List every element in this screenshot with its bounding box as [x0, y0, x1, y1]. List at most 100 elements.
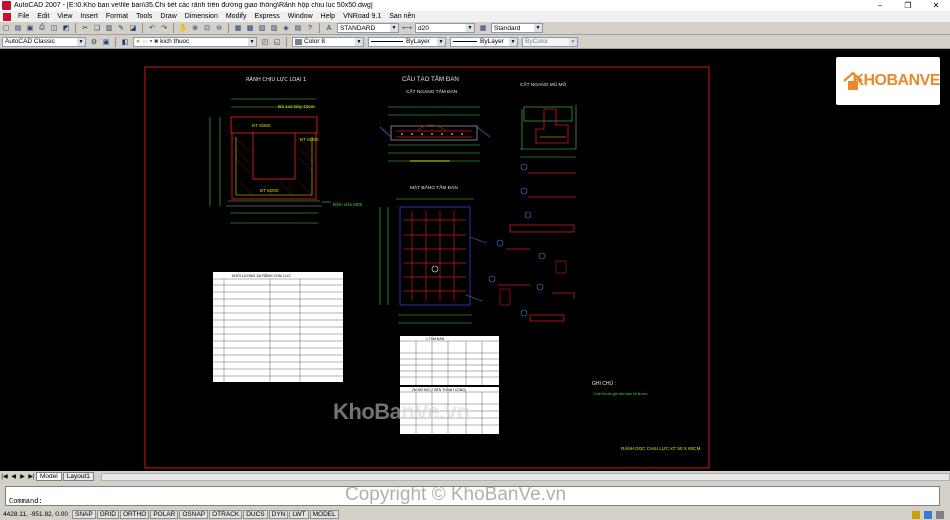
- block-editor-icon[interactable]: ◪: [129, 25, 137, 32]
- workspace-save-icon[interactable]: ▣: [102, 38, 110, 46]
- menu-vnroad[interactable]: VNRoad 9.1: [343, 13, 382, 20]
- calculator-icon[interactable]: ▤: [294, 25, 302, 32]
- watermark-copyright: Copyright © KhoBanVe.vn: [345, 484, 567, 505]
- bt-top-label: BT M300: [252, 123, 271, 128]
- menu-modify[interactable]: Modify: [225, 13, 247, 20]
- snap-toggle[interactable]: SNAP: [72, 510, 96, 519]
- menu-tools[interactable]: Tools: [136, 13, 153, 20]
- layer-previous-icon[interactable]: ◱: [273, 38, 281, 46]
- text-style-icon[interactable]: A: [326, 24, 332, 32]
- lwt-toggle[interactable]: LWT: [289, 510, 309, 519]
- close-button[interactable]: ✕: [932, 1, 940, 10]
- clean-screen-icon[interactable]: [936, 510, 944, 519]
- menu-help[interactable]: Help: [320, 13, 336, 20]
- chevron-down-icon: ▼: [248, 37, 256, 46]
- slab-cross-section: [379, 106, 491, 162]
- properties-icon[interactable]: ▦: [234, 25, 242, 32]
- zoom-window-icon[interactable]: ⊡: [204, 25, 210, 32]
- toolbar-separator: [286, 36, 287, 47]
- sheet-set-icon[interactable]: ▨: [270, 25, 278, 32]
- grid-toggle[interactable]: GRID: [96, 510, 119, 519]
- menu-draw[interactable]: Draw: [160, 13, 177, 20]
- zoom-previous-icon[interactable]: ⊖: [216, 25, 222, 32]
- menu-insert[interactable]: Insert: [80, 13, 98, 20]
- lock-icon[interactable]: [912, 510, 920, 519]
- ducs-toggle[interactable]: DUCS: [243, 510, 268, 519]
- redo-icon[interactable]: ↷: [161, 25, 167, 32]
- document-icon[interactable]: [3, 12, 11, 21]
- sun-icon: ☼: [141, 38, 148, 45]
- new-file-icon[interactable]: ▢: [2, 25, 10, 32]
- lineweight-select[interactable]: ByLayer▼: [450, 36, 518, 47]
- undo-icon[interactable]: ↶: [149, 25, 155, 32]
- otrack-toggle[interactable]: OTRACK: [209, 510, 243, 519]
- dyn-toggle[interactable]: DYN: [268, 510, 289, 519]
- slab-table-title: 1 TẤM ĐAN: [426, 337, 445, 341]
- copy-icon[interactable]: ❏: [93, 25, 101, 32]
- communication-icon[interactable]: [924, 510, 932, 519]
- status-bar: 4428.11, -951.82, 0.00 SNAP GRID ORTHO P…: [0, 509, 950, 520]
- lineweight-swatch: [453, 41, 477, 42]
- match-properties-icon[interactable]: ✎: [118, 25, 124, 32]
- osnap-toggle[interactable]: OSNAP: [179, 510, 209, 519]
- maximize-button[interactable]: ❐: [904, 1, 912, 10]
- toolbar-separator: [228, 23, 229, 33]
- drawing-canvas[interactable]: RÃNH CHỊU LỰC LOẠI 1 Đá 1x2 Dày 10cm BT …: [0, 49, 950, 471]
- cat-ngang-title: CẮT NGANG TẤM ĐAN: [406, 87, 458, 95]
- menu-view[interactable]: View: [57, 13, 73, 20]
- make-current-layer-icon[interactable]: ◰: [261, 38, 269, 46]
- polar-toggle[interactable]: POLAR: [150, 510, 179, 519]
- dim-style-select[interactable]: d20▼: [415, 23, 475, 33]
- table-style-icon[interactable]: ▦: [479, 25, 487, 32]
- layer-select[interactable]: ● ☼ ▪ ■ kich thuoc▼: [133, 36, 257, 47]
- publish-icon[interactable]: ◩: [62, 25, 70, 32]
- tab-layout1[interactable]: Layout1: [62, 472, 94, 481]
- model-toggle[interactable]: MODEL: [309, 510, 339, 519]
- menu-edit[interactable]: Edit: [37, 13, 50, 20]
- prev-tab-icon[interactable]: ◀: [11, 474, 16, 480]
- tool-palettes-icon[interactable]: ▧: [258, 25, 266, 32]
- status-tray: [912, 510, 950, 519]
- next-tab-icon[interactable]: ▶: [20, 474, 25, 480]
- open-file-icon[interactable]: ▤: [14, 25, 22, 32]
- cut-icon[interactable]: ✂: [82, 25, 88, 32]
- tab-model[interactable]: Model: [36, 472, 62, 481]
- dim-style-icon[interactable]: ⟷: [401, 25, 413, 32]
- save-icon[interactable]: ▣: [26, 25, 34, 32]
- workspace-settings-icon[interactable]: ⚙: [90, 38, 98, 46]
- first-tab-icon[interactable]: |◀: [1, 474, 8, 480]
- lightbulb-icon: ●: [136, 38, 140, 45]
- minimize-button[interactable]: –: [877, 1, 883, 10]
- drawing-name: RÃNH DỌC CHỊU LỰC KT 50 X 60CM: [621, 445, 701, 451]
- markup-icon[interactable]: ◈: [283, 25, 289, 32]
- menu-bar: File Edit View Insert Format Tools Draw …: [0, 11, 950, 22]
- command-window[interactable]: Command:: [5, 486, 940, 506]
- ortho-toggle[interactable]: ORTHO: [119, 510, 150, 519]
- menu-file[interactable]: File: [18, 13, 30, 20]
- menu-dimension[interactable]: Dimension: [184, 13, 218, 20]
- paste-icon[interactable]: ▥: [105, 25, 113, 32]
- menu-format[interactable]: Format: [105, 13, 129, 20]
- linetype-select[interactable]: ByLayer▼: [368, 36, 446, 47]
- chevron-down-icon: ▼: [534, 24, 542, 32]
- layer-manager-icon[interactable]: ◧: [121, 38, 129, 46]
- standard-toolbar: ▢ ▤ ▣ ⎙ ◫ ◩ ✂ ❏ ▥ ✎ ◪ ↶ ↷ ✋ ⊕ ⊡ ⊖ ▦ ▩ ▧ …: [0, 22, 950, 35]
- horizontal-scrollbar[interactable]: [100, 472, 950, 481]
- menu-window[interactable]: Window: [287, 13, 313, 20]
- table-style-select[interactable]: Standard▼: [491, 23, 543, 33]
- text-style-select[interactable]: STANDARD▼: [337, 23, 399, 33]
- menu-express[interactable]: Express: [254, 13, 280, 20]
- autocad-app-icon: [2, 1, 11, 10]
- workspace-select[interactable]: AutoCAD Classic▼: [2, 36, 86, 47]
- mu-mo-title: CẮT NGANG MŨ MỐ: [520, 80, 567, 88]
- print-icon[interactable]: ⎙: [39, 24, 45, 31]
- help-icon[interactable]: ?: [308, 24, 312, 32]
- last-tab-icon[interactable]: ▶|: [28, 474, 35, 480]
- design-center-icon[interactable]: ▩: [246, 25, 254, 32]
- zoom-realtime-icon[interactable]: ⊕: [192, 25, 198, 32]
- plot-preview-icon[interactable]: ◫: [50, 25, 58, 32]
- toolbar-separator: [173, 23, 174, 33]
- color-select[interactable]: Color 8▼: [292, 36, 364, 47]
- pan-icon[interactable]: ✋: [178, 25, 188, 32]
- menu-san-nen[interactable]: San nền: [389, 13, 416, 20]
